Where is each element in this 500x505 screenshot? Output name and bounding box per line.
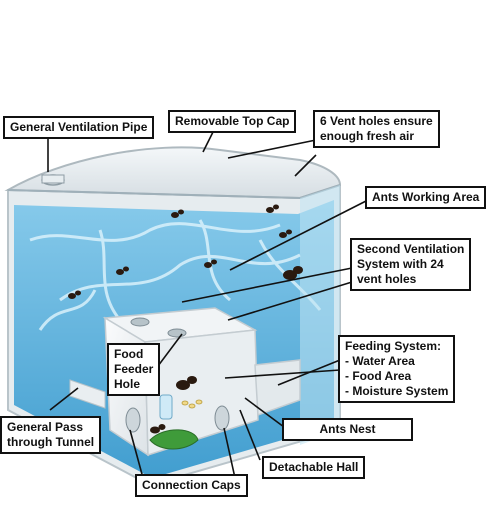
label-second-ventilation-line-3: vent holes <box>357 272 417 286</box>
leader-lines <box>47 127 369 479</box>
connection-cap <box>125 407 141 433</box>
label-feeding-system-line-4: - Moisture System <box>345 384 449 398</box>
label-feeding-system-line-2: - Water Area <box>345 354 415 368</box>
label-vent-holes: 6 Vent holes ensure enough fresh air <box>313 110 440 148</box>
label-feeding-system-line-1: Feeding System: <box>345 339 442 353</box>
label-vent-holes-line-2: enough fresh air <box>320 129 415 143</box>
label-ants-working-area: Ants Working Area <box>365 186 487 209</box>
label-second-ventilation: Second Ventilation System with 24 vent h… <box>350 238 472 291</box>
leaf-icon <box>149 429 199 450</box>
label-general-pass-tunnel-line-1: General Pass <box>7 420 84 434</box>
label-ants-nest: Ants Nest <box>282 418 413 441</box>
label-food-feeder-hole-line-1: Food <box>114 347 144 361</box>
label-connection-caps: Connection Caps <box>135 474 248 497</box>
label-feeding-system-line-3: - Food Area <box>345 369 412 383</box>
label-second-ventilation-line-1: Second Ventilation <box>357 242 465 256</box>
nest-block-side <box>144 329 259 457</box>
label-vent-holes-line-1: 6 Vent holes ensure <box>320 114 433 128</box>
water-vial <box>159 394 173 420</box>
label-second-ventilation-line-2: System with 24 <box>357 257 444 271</box>
label-general-pass-tunnel-line-2: through Tunnel <box>7 435 95 449</box>
label-removable-top-cap: Removable Top Cap <box>168 110 297 133</box>
ant-eggs <box>181 399 203 409</box>
label-general-ventilation-pipe: General Ventilation Pipe <box>3 116 155 139</box>
feeder-hole <box>130 317 150 327</box>
label-general-pass-tunnel: General Pass through Tunnel <box>0 416 102 454</box>
top-cap <box>4 146 342 200</box>
label-food-feeder-hole-line-3: Hole <box>114 377 141 391</box>
label-feeding-system: Feeding System: - Water Area - Food Area… <box>338 335 456 403</box>
side-panel <box>300 185 340 445</box>
label-detachable-hall: Detachable Hall <box>262 456 366 479</box>
label-food-feeder-hole-line-2: Feeder <box>114 362 154 376</box>
ants <box>68 204 303 434</box>
pass-tunnel <box>69 379 106 409</box>
label-food-feeder-hole: Food Feeder Hole <box>107 343 161 396</box>
